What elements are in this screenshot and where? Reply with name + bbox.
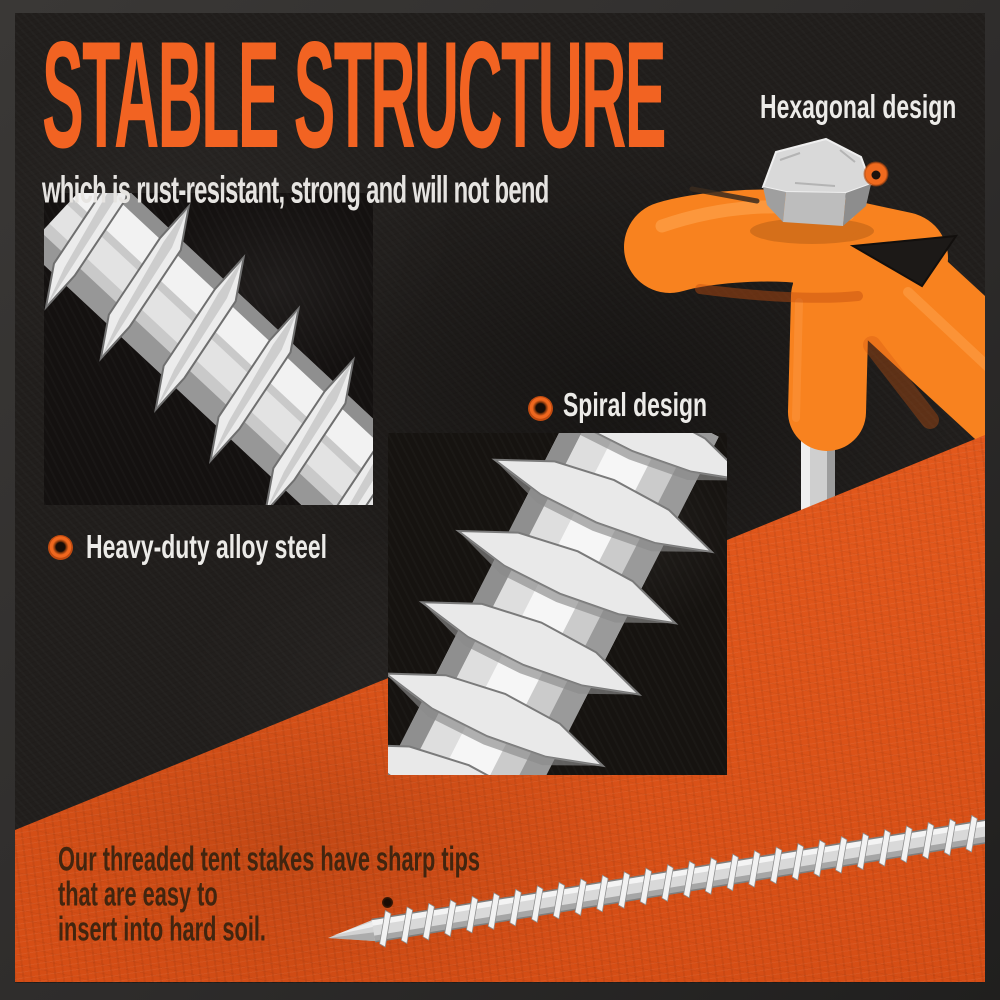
thread-closeup-photo-left: [44, 193, 373, 505]
diagonal-threaded-stake-graphic: [44, 193, 373, 505]
footer-line-2: that are easy to: [58, 874, 218, 914]
page-subtitle: which is rust-resistant, strong and will…: [42, 168, 549, 212]
thread-closeup-photo-middle: [388, 433, 727, 775]
sharp-tip-stake-graphic: [328, 814, 985, 949]
callout-hexagonal-design: Hexagonal design: [760, 87, 957, 126]
orange-handle-body: [624, 186, 985, 451]
ring-bullet-icon: [528, 396, 553, 421]
footer-line-1: Our threaded tent stakes have sharp tips: [58, 839, 481, 879]
handle-cutout-hole: [849, 234, 959, 288]
grommet-ring-icon: [863, 161, 889, 187]
page-title: STABLE STRUCTURE: [42, 10, 667, 181]
hex-bolt: [761, 137, 873, 226]
footer-line-3: insert into hard soil.: [58, 909, 266, 948]
callout-heavy-duty-alloy-steel: Heavy-duty alloy steel: [86, 527, 327, 566]
handle-notch: [689, 186, 760, 204]
callout-spiral-design: Spiral design: [563, 385, 708, 424]
t-handle-graphic: [624, 137, 985, 514]
texture-blemish-dot: [382, 897, 393, 908]
footer-text: Our threaded tent stakes have sharp tips…: [58, 839, 481, 948]
vertical-spiral-thread-graphic: [388, 433, 727, 775]
ring-bullet-icon: [48, 535, 73, 560]
